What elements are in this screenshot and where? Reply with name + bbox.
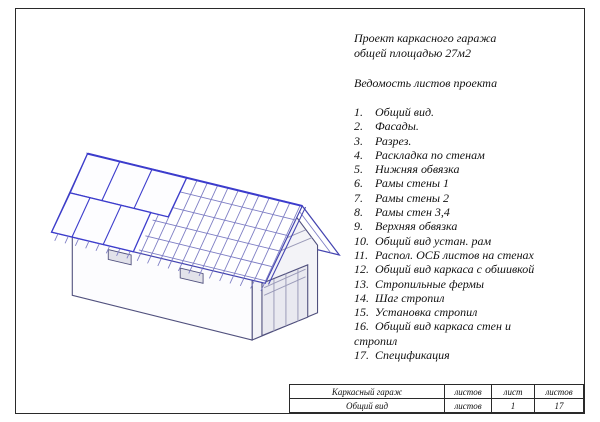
sheet-list-item: 12.Общий вид каркаса с обшивкой [354, 262, 535, 277]
project-title-line1: Проект каркасного гаража [354, 31, 497, 45]
ridge-line [87, 152, 303, 207]
title-block-cell: листов [444, 384, 492, 399]
sheet-list: 1.Общий вид.2.Фасады.3.Разрез.4.Раскладк… [354, 105, 542, 362]
project-title-line2: общей площадью 27м2 [354, 46, 471, 60]
sheet-list-item: 8.Рамы стен 3,4 [354, 205, 450, 220]
sheet-list-item: 11.Распол. ОСБ листов на стенах [354, 247, 534, 262]
sheet-list-item: 7.Рамы стены 2 [354, 190, 450, 205]
sheet-list-item: 16.Общий вид каркаса стен и стропил [354, 319, 511, 348]
drawing-frame: Проект каркасного гаража общей площадью … [15, 8, 585, 414]
rafter-tails [54, 233, 265, 292]
sheet-list-item: 6.Рамы стены 1 [354, 176, 450, 191]
sheet-list-item: 14.Шаг стропил [354, 290, 445, 305]
sheet-list-item: 5.Нижняя обвязка [354, 162, 460, 177]
front-roof-slope [50, 152, 307, 292]
sheet-list-item: 1.Общий вид. [354, 105, 435, 119]
title-block-sheet-number: 1 [491, 398, 535, 413]
text-column: Проект каркасного гаража общей площадью … [354, 31, 542, 362]
sheet-list-item: 9.Верхняя обвязка [354, 219, 458, 234]
sheet-list-item: 17.Спецификация [354, 348, 450, 363]
sheet-list-item: 10.Общий вид устан. рам [354, 233, 492, 248]
sheet-list-item: 3.Разрез. [354, 133, 412, 148]
sheet-list-item: 15.Установка стропил [354, 305, 478, 320]
sheet-list-item: 13.Стропильные фермы [354, 276, 484, 291]
title-block-cell: листов [444, 398, 492, 413]
window-opening [107, 249, 132, 266]
garage-isometric-drawing [50, 152, 341, 341]
window-opening [179, 267, 204, 284]
title-block-sheet-name: Общий вид [289, 398, 445, 413]
roof-sheathing-panels [50, 152, 188, 253]
batten-lines [138, 188, 296, 282]
gable-wall [251, 200, 319, 341]
project-title: Проект каркасного гаража общей площадью … [354, 31, 542, 61]
title-block: Каркасный гараж листов лист листов Общий… [289, 384, 584, 413]
garage-door-opening [261, 264, 309, 337]
title-block-project-name: Каркасный гараж [289, 384, 445, 399]
sheet-list-heading: Ведомость листов проекта [354, 76, 498, 90]
sheet-list-item: 2.Фасады. [354, 119, 419, 134]
sheet-list-item: 4.Раскладка по стенам [354, 147, 485, 162]
barge-edge [267, 206, 307, 285]
title-block-cell: лист [491, 384, 535, 399]
title-block-sheets-total: 17 [534, 398, 584, 413]
title-block-cell: листов [534, 384, 584, 399]
